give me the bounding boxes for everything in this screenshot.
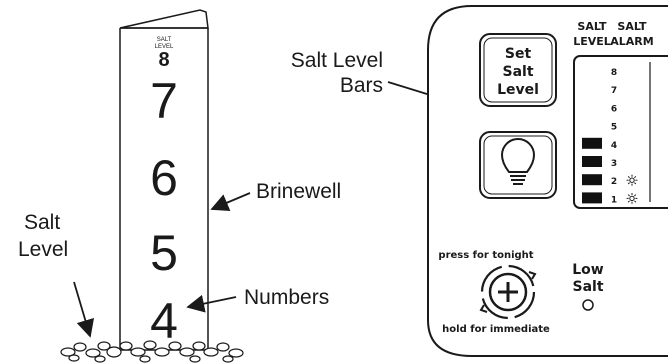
brinewell-number: 6 bbox=[150, 150, 178, 206]
brinewell-cap-label: LEVEL bbox=[155, 44, 174, 50]
set-salt-level-label: Salt bbox=[502, 64, 533, 80]
regen-plus-icon bbox=[498, 282, 518, 302]
callout-salt-level-bars: Bars bbox=[340, 74, 383, 97]
salt-alarm-header: ALARM bbox=[610, 35, 653, 48]
set-salt-level-label: Set bbox=[505, 46, 532, 62]
brinewell-number: 7 bbox=[150, 73, 178, 129]
salt-level-number: 4 bbox=[611, 141, 617, 151]
salt-level-bar bbox=[582, 174, 602, 186]
salt-level-number: 1 bbox=[611, 195, 617, 205]
regen-plus-button[interactable] bbox=[479, 264, 537, 320]
lightbulb-button[interactable] bbox=[479, 131, 557, 199]
salt-level-bar bbox=[582, 156, 602, 167]
set-salt-level-label: Level bbox=[497, 82, 539, 98]
salt-level-bar bbox=[582, 192, 602, 204]
brinewell: SALT LEVEL 8 7 6 5 4 bbox=[119, 9, 209, 351]
salt-pebbles bbox=[60, 340, 244, 363]
hold-for-immediate-label: hold for immediate bbox=[442, 324, 550, 335]
salt-level-number: 6 bbox=[611, 104, 617, 114]
callout-brinewell: Brinewell bbox=[256, 180, 341, 203]
callout-numbers: Numbers bbox=[244, 286, 329, 309]
callout-salt-level: Level bbox=[18, 238, 68, 261]
sun-alarm-icon bbox=[626, 193, 638, 204]
salt-level-number: 2 bbox=[611, 177, 617, 187]
arrow-brinewell bbox=[210, 192, 251, 212]
brinewell-number: 5 bbox=[150, 225, 178, 281]
control-panel: Set Salt Level SALT LEVEL SALT ALARM 8 7 6… bbox=[427, 5, 668, 357]
salt-alarm-header: SALT bbox=[617, 20, 647, 33]
salt-level-header: SALT bbox=[577, 20, 607, 33]
brinewell-cap-label: SALT bbox=[157, 37, 172, 43]
arrow-numbers bbox=[186, 294, 237, 313]
salt-level-number: 8 bbox=[611, 68, 617, 78]
arrow-salt-level bbox=[73, 281, 95, 338]
low-salt-indicator-icon bbox=[582, 299, 594, 311]
callout-salt-level-bars: Salt Level bbox=[291, 49, 383, 72]
salt-level-number: 3 bbox=[611, 159, 617, 169]
low-salt-label: Salt bbox=[572, 279, 603, 295]
brinewell-number: 4 bbox=[150, 293, 178, 349]
salt-level-number: 7 bbox=[611, 86, 617, 96]
salt-level-number: 5 bbox=[611, 123, 617, 133]
salt-level-header: LEVEL bbox=[573, 35, 611, 48]
level-display bbox=[573, 55, 668, 209]
press-for-tonight-label: press for tonight bbox=[438, 250, 533, 261]
set-salt-level-button[interactable]: Set Salt Level bbox=[479, 33, 557, 107]
callout-salt-level: Salt bbox=[24, 211, 60, 234]
salt-level-bars: 8 7 6 5 4 3 2 1 bbox=[582, 68, 638, 205]
brinewell-number: 8 bbox=[158, 49, 169, 71]
sun-alarm-icon bbox=[626, 174, 638, 186]
lightbulb-icon bbox=[500, 138, 536, 185]
salt-level-bar bbox=[582, 137, 602, 149]
low-salt-label: Low bbox=[572, 262, 604, 278]
